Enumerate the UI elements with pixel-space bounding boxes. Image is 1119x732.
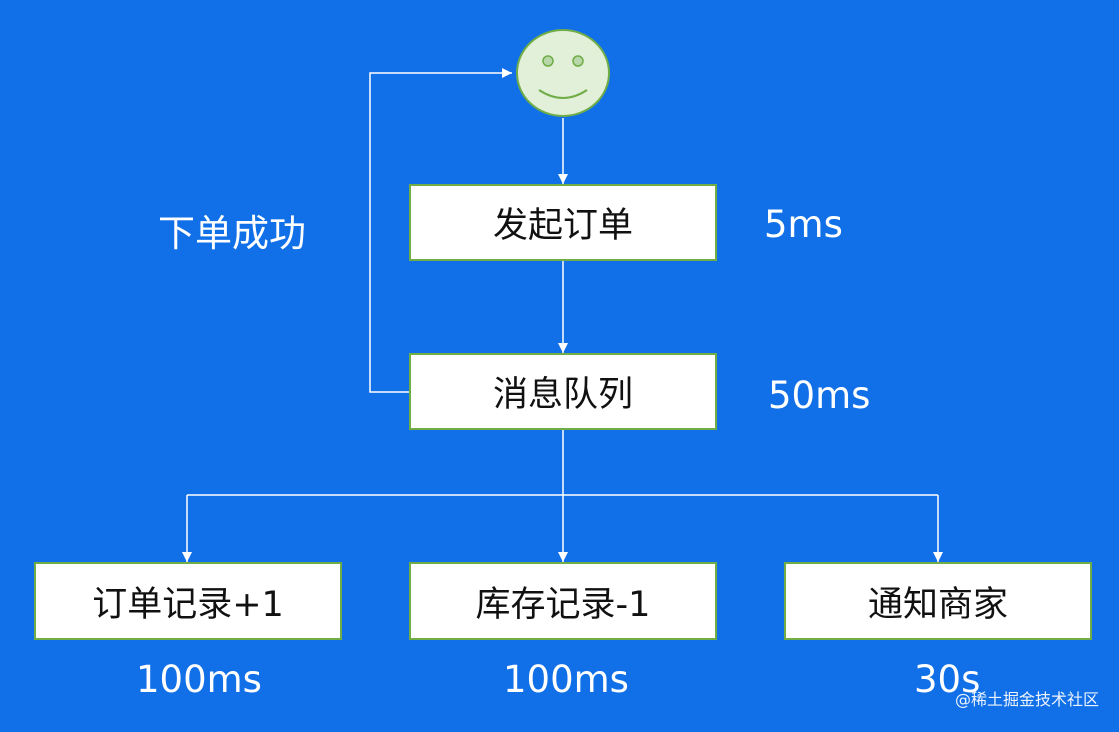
watermark-text: @稀土掘金技术社区 bbox=[954, 690, 1099, 709]
notify-merchant-box: 通知商家 bbox=[784, 562, 1092, 640]
order-record-box: 订单记录+1 bbox=[34, 562, 342, 640]
inventory-record-box: 库存记录-1 bbox=[409, 562, 717, 640]
order-record-label: 订单记录+1 bbox=[92, 584, 284, 625]
inventory-record-label: 库存记录-1 bbox=[475, 584, 651, 625]
place-order-label: 发起订单 bbox=[492, 206, 633, 246]
order-success-label: 下单成功 bbox=[158, 212, 306, 255]
place-order-box: 发起订单 bbox=[409, 184, 717, 261]
message-queue-time: 50ms bbox=[768, 374, 871, 417]
place-order-time: 5ms bbox=[764, 203, 843, 246]
message-queue-label: 消息队列 bbox=[492, 375, 633, 415]
notify-merchant-time: 30s bbox=[914, 658, 981, 701]
message-queue-box: 消息队列 bbox=[409, 353, 717, 430]
smiley-face-icon bbox=[516, 29, 610, 117]
arrow-queue-to-face bbox=[369, 68, 512, 393]
notify-merchant-label: 通知商家 bbox=[867, 584, 1008, 625]
order-record-time: 100ms bbox=[136, 658, 262, 701]
inventory-record-time: 100ms bbox=[503, 658, 629, 701]
